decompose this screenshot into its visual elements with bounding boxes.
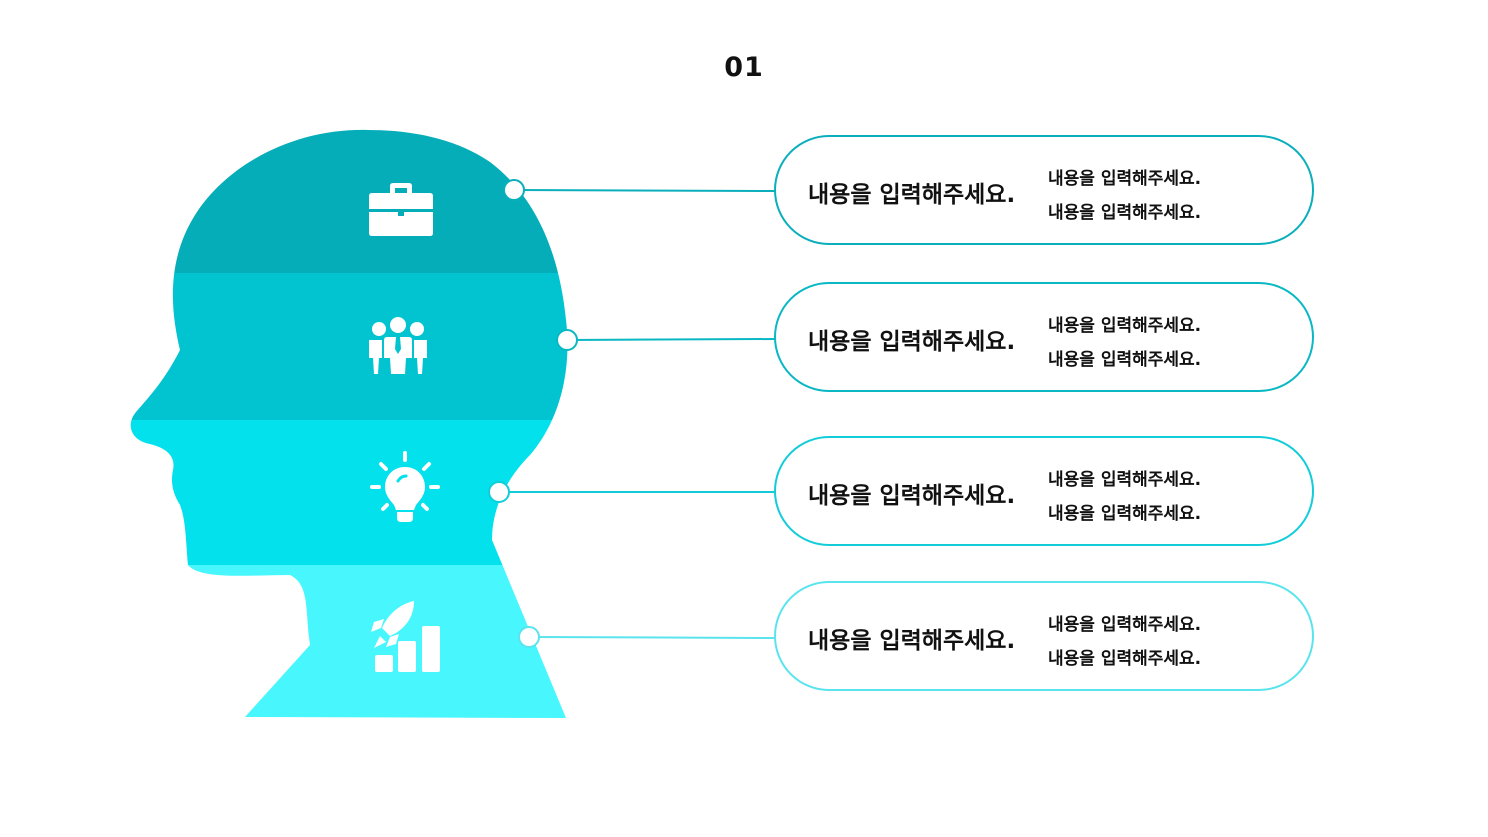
page-title: 01: [724, 52, 764, 83]
connector-line-4: [528, 636, 777, 639]
info-box-line: 내용을 입력해주세요.: [1048, 203, 1202, 223]
info-box-2: 내용을 입력해주세요. 내용을 입력해주세요. 내용을 입력해주세요.: [774, 282, 1314, 392]
info-box-line: 내용을 입력해주세요.: [1048, 169, 1202, 189]
info-box-line: 내용을 입력해주세요.: [1048, 470, 1202, 490]
briefcase-icon: [369, 183, 433, 236]
info-box-title: 내용을 입력해주세요.: [808, 182, 1016, 208]
head-band-1: [130, 129, 568, 273]
connector-dot-4: [518, 626, 540, 648]
connector-line-2: [566, 338, 777, 341]
connector-dot-1: [503, 179, 525, 201]
info-box-line: 내용을 입력해주세요.: [1048, 649, 1202, 669]
info-box-title: 내용을 입력해주세요.: [808, 329, 1016, 355]
connector-line-1: [513, 189, 777, 192]
info-box-line: 내용을 입력해주세요.: [1048, 504, 1202, 524]
lightbulb-icon: [370, 451, 440, 522]
info-box-4: 내용을 입력해주세요. 내용을 입력해주세요. 내용을 입력해주세요.: [774, 581, 1314, 691]
info-box-1: 내용을 입력해주세요. 내용을 입력해주세요. 내용을 입력해주세요.: [774, 135, 1314, 245]
info-box-title: 내용을 입력해주세요.: [808, 483, 1016, 509]
head-band-2: [130, 273, 568, 420]
info-box-title: 내용을 입력해주세요.: [808, 628, 1016, 654]
connector-dot-2: [556, 329, 578, 351]
rocket-growth-icon: [371, 601, 440, 672]
info-box-3: 내용을 입력해주세요. 내용을 입력해주세요. 내용을 입력해주세요.: [774, 436, 1314, 546]
info-box-line: 내용을 입력해주세요.: [1048, 316, 1202, 336]
connector-dot-3: [488, 481, 510, 503]
team-icon: [369, 317, 427, 374]
info-box-line: 내용을 입력해주세요.: [1048, 350, 1202, 370]
info-box-line: 내용을 입력해주세요.: [1048, 615, 1202, 635]
